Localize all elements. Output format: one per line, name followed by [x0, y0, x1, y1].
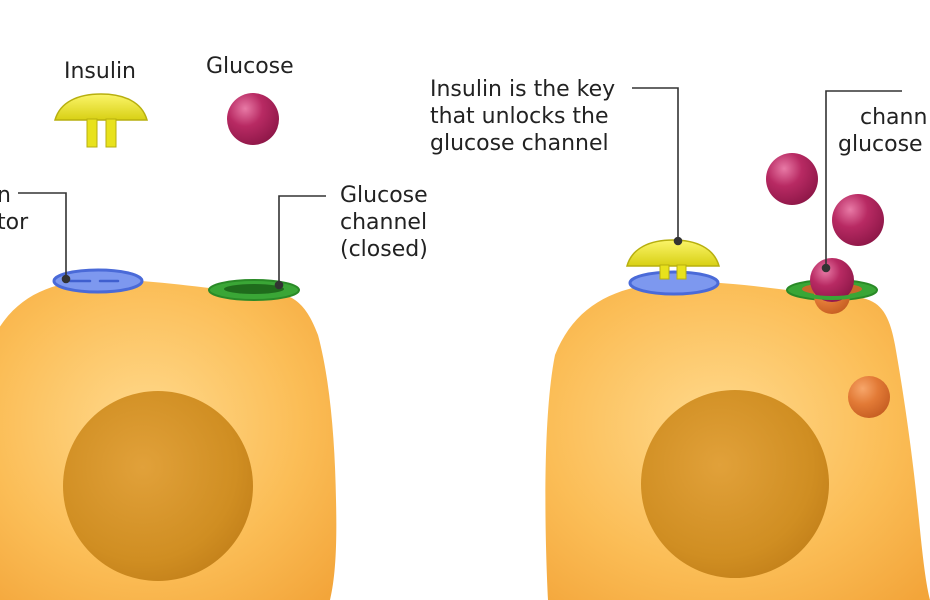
glucose-molecule-inside	[848, 376, 890, 418]
right-channel-label-line-2: glucose	[838, 132, 923, 157]
right-cell	[545, 153, 930, 600]
right-channel-label-line-1: chann	[860, 105, 928, 130]
right-cell-nucleus	[641, 390, 829, 578]
glucose-molecule-outside-1	[766, 153, 818, 205]
leader-left-channel	[278, 195, 326, 285]
leader-lines	[18, 87, 902, 290]
leader-right-key	[632, 87, 679, 241]
left-receptor-label-line-2: tor	[0, 210, 29, 235]
insulin-legend-label: Insulin	[64, 59, 137, 84]
right-key-label-line-1: Insulin is the key	[430, 77, 616, 102]
right-bound-insulin	[626, 239, 720, 280]
left-insulin-receptor	[52, 268, 144, 294]
left-cell-nucleus	[63, 391, 253, 581]
right-channel-label: chann glucose	[838, 104, 930, 158]
left-glucose-channel	[208, 279, 300, 301]
right-key-label: Insulin is the key that unlocks the gluc…	[430, 76, 615, 157]
right-glucose-channel-open	[786, 258, 878, 314]
left-channel-label-line-1: Glucose	[340, 183, 428, 208]
right-insulin-receptor	[628, 270, 720, 296]
left-receptor-label: n tor	[0, 182, 28, 236]
insulin-legend-symbol	[54, 93, 148, 148]
left-receptor-label-line-1: n	[0, 183, 11, 208]
left-channel-label: Glucose channel (closed)	[340, 182, 428, 263]
right-key-label-line-2: that unlocks the	[430, 104, 609, 129]
glucose-legend-symbol	[227, 93, 279, 145]
leader-right-channel	[825, 90, 902, 268]
leader-left-receptor	[18, 192, 67, 279]
glucose-entering-channel	[810, 258, 854, 302]
left-cell	[0, 268, 337, 600]
glucose-legend-label: Glucose	[206, 54, 294, 79]
left-channel-label-line-3: (closed)	[340, 237, 428, 262]
right-key-label-line-3: glucose channel	[430, 131, 609, 156]
left-channel-label-line-2: channel	[340, 210, 428, 235]
glucose-molecule-outside-2	[832, 194, 884, 246]
